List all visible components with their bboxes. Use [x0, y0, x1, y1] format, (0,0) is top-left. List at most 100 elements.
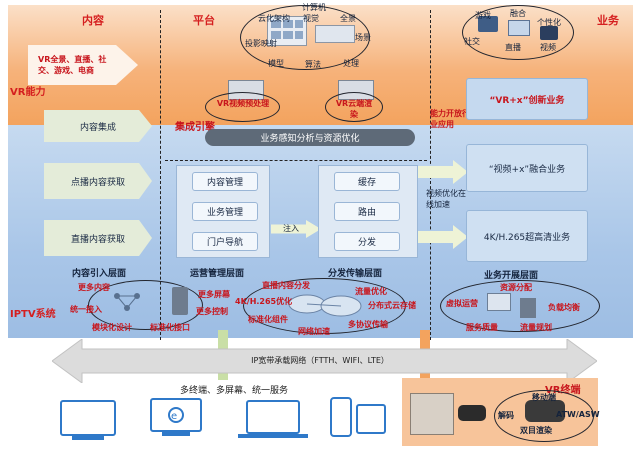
- monitor-icon: [487, 293, 511, 311]
- live-acquisition-label: 直播内容获取: [70, 234, 125, 245]
- vr-preprocess-label: VR视频预处理: [216, 99, 270, 108]
- vr-biz-label-live: 直播: [505, 43, 521, 52]
- cloud-label-architecture: 云化架构: [258, 14, 290, 23]
- cloud-architecture-ellipse: [240, 5, 370, 70]
- cloud-label-algorithm: 算法: [305, 60, 321, 69]
- vr-biz-label-personal: 个性化: [537, 18, 561, 27]
- ingest-features-ellipse: [88, 280, 203, 330]
- ingest-feat-modular: 模块化设计: [92, 323, 132, 332]
- vr-render-ellipse: [325, 92, 383, 122]
- dist-feat-traffic-opt: 流量优化: [355, 287, 387, 296]
- vr-biz-label-video: 视频: [540, 43, 556, 52]
- inject-label: 注入: [283, 224, 299, 233]
- biz-features-ellipse: [440, 280, 600, 332]
- business-management-box: 业务管理: [192, 202, 258, 221]
- cloud-label-vision: 视觉: [303, 14, 319, 23]
- layer-dist-label: 分发传输层面: [328, 269, 383, 279]
- tv-device-icon: [60, 400, 116, 436]
- cloud-label-processing: 处理: [343, 59, 359, 68]
- vr-content-label: VR全景、直播、社交、游戏、电商: [38, 55, 107, 75]
- routing-box: 路由: [334, 202, 400, 221]
- vr-x-business-box: “VR+x”创新业务: [466, 78, 588, 120]
- distribution-label: 分发: [357, 238, 376, 248]
- routing-label: 路由: [357, 208, 376, 218]
- dist-features-ellipse: [243, 278, 406, 334]
- content-management-label: 内容管理: [206, 178, 243, 188]
- vr-biz-label-game: 游戏: [475, 11, 491, 20]
- band-label-vr: VR能力: [10, 87, 46, 98]
- cloud-screen-icon: [267, 16, 307, 46]
- vod-acquisition-box: 点播内容获取: [44, 163, 152, 199]
- vr-terminal-decode: 解码: [498, 411, 514, 420]
- fusion-icon: [508, 20, 530, 36]
- biz-feat-load-balance: 负载均衡: [548, 303, 580, 312]
- biz-feat-virtual-operation: 虚拟运营: [446, 299, 478, 308]
- vr-biz-label-social: 社交: [464, 37, 480, 46]
- inject-arrow: [271, 220, 321, 238]
- layer-biz-label: 业务开展层面: [484, 271, 539, 281]
- aggregation-engine-label: 集成引擎: [175, 122, 215, 133]
- ingest-feat-more-content: 更多内容: [78, 283, 110, 292]
- cloud-label-projection: 投影映射: [245, 39, 277, 48]
- vr-biz-label-fusion: 融合: [510, 9, 526, 18]
- cloud-network-icon: [285, 290, 365, 320]
- vr-terminal-ellipse: [494, 390, 594, 442]
- ingest-feat-more-screens: 更多屏幕: [198, 290, 230, 299]
- band-label-iptv: IPTV系统: [10, 309, 56, 320]
- dist-feat-4k-h265: 4K/H.265优化: [235, 297, 293, 306]
- vr-render-label: VR云端渲染: [335, 99, 373, 119]
- storage-icon: [520, 298, 536, 318]
- personalization-icon: [540, 26, 558, 40]
- uhd-business-label: 4K/H.265超高清业务: [483, 232, 571, 243]
- live-acquisition-box: 直播内容获取: [44, 220, 152, 256]
- tablet-device-icon: [356, 404, 386, 434]
- vr-terminal-stereo-render: 双目渲染: [520, 426, 552, 435]
- network-topology-icon: [113, 292, 141, 312]
- vod-acquisition-label: 点播内容获取: [70, 177, 125, 188]
- layer-ops-label: 运营管理层面: [190, 269, 245, 279]
- layer-ingest-label: 内容引入层面: [72, 269, 127, 279]
- biz-feat-traffic-planning: 流量规划: [520, 323, 552, 332]
- dist-feat-multiprotocol: 多协议传输: [348, 320, 388, 329]
- dist-feat-standard-components: 标准化组件: [248, 315, 288, 324]
- cache-box: 缓存: [334, 172, 400, 191]
- vr-terminal-title: VR终端: [545, 385, 581, 396]
- content-integration-box: 内容集成: [44, 110, 152, 142]
- ingest-feat-more-control: 更多控制: [196, 307, 228, 316]
- video-optimization-label: 视频优化在线加速: [426, 189, 466, 209]
- portal-navigation-label: 门户导航: [206, 238, 243, 248]
- cloud-label-model: 模型: [268, 59, 284, 68]
- business-management-label: 业务管理: [206, 208, 243, 218]
- cloud-label-computer: 计算机: [302, 3, 326, 12]
- cloud-server-icon: [315, 25, 355, 43]
- content-integration-label: 内容集成: [79, 122, 116, 133]
- distribution-box: 分发: [334, 232, 400, 251]
- laptop-base-icon: [238, 434, 308, 438]
- portal-navigation-box: 门户导航: [192, 232, 258, 251]
- monitor-grid-icon: [271, 20, 303, 39]
- cloud-label-panorama: 全景: [340, 14, 356, 23]
- terminals-tagline: 多终端、多屏幕、统一服务: [180, 386, 289, 396]
- server-rack-icon: [172, 287, 188, 315]
- divider-aggregation: [165, 160, 427, 161]
- phone-device-icon: [330, 397, 352, 437]
- vr-headset-icon: [458, 405, 486, 421]
- dist-feat-distributed-storage: 分布式云存储: [368, 301, 416, 310]
- dist-feat-live-distribution: 直播内容分发: [262, 281, 310, 290]
- column-title-content: 内容: [82, 14, 104, 27]
- video-x-business-label: “视频+x”融合业务: [488, 164, 566, 175]
- vr-preprocess-ellipse: [205, 92, 280, 122]
- uhd-business-box: 4K/H.265超高清业务: [466, 210, 588, 262]
- vr-business-ellipse: [462, 5, 574, 60]
- vr-terminal-atw-asw: ATW/ASW: [556, 410, 600, 419]
- column-title-platform: 平台: [193, 14, 215, 27]
- ingest-feat-unified-access: 统一接入: [70, 305, 102, 314]
- monitor-stand-icon: [162, 432, 190, 436]
- vr-x-business-label: “VR+x”创新业务: [489, 95, 565, 106]
- dist-feat-network-acceleration: 网络加速: [298, 327, 330, 336]
- ip-network-label: IP宽带承载网络（FTTH、WIFI、LTE）: [251, 356, 389, 365]
- biz-feat-service-quality: 服务质量: [466, 323, 498, 332]
- ip-network-arrow: [52, 339, 597, 383]
- video-x-business-box: “视频+x”融合业务: [466, 144, 588, 192]
- vr-user-photo: [410, 393, 454, 435]
